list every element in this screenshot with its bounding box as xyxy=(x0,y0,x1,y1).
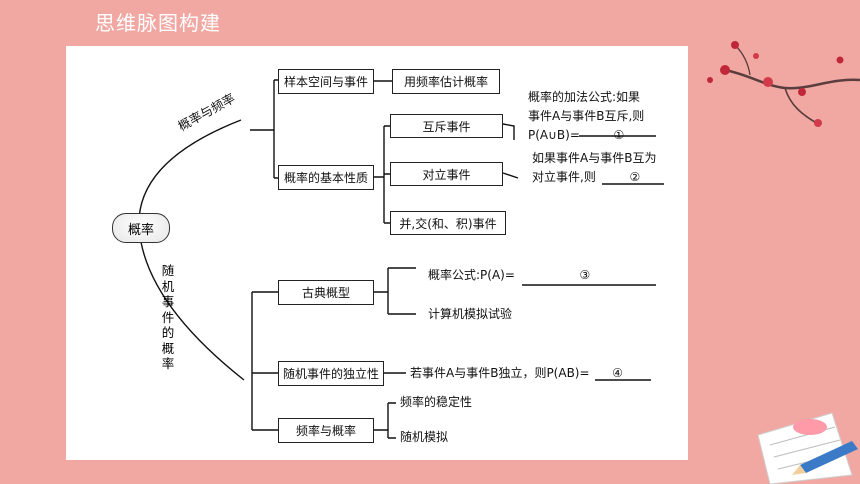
node-mutually-exclusive: 互斥事件 xyxy=(390,114,503,138)
node-basic-properties: 概率的基本性质 xyxy=(278,165,374,190)
note-complementary-line2: 对立事件,则 ② xyxy=(532,168,666,187)
addition-rule-lhs: P(A∪B)= xyxy=(528,128,580,142)
root-node: 概率 xyxy=(112,213,170,243)
blank-3: ③ xyxy=(579,268,591,282)
node-sample-space: 样本空间与事件 xyxy=(278,69,374,94)
note-computer-simulation: 计算机模拟试验 xyxy=(428,307,513,321)
node-frequency-probability: 频率与概率 xyxy=(278,418,374,443)
branch-label-random-event-probability: 随机事件的概率 xyxy=(161,263,175,371)
node-classical-model: 古典概型 xyxy=(278,280,374,305)
note-addition-rule: 概率的加法公式:如果 事件A与事件B互斥,则 P(A∪B)= ① xyxy=(528,88,658,145)
plum-blossom-decoration xyxy=(707,41,860,127)
blank-4: ④ xyxy=(612,366,623,380)
blank-1: ① xyxy=(613,128,625,142)
paper-pencil-decoration xyxy=(757,412,858,484)
note-frequency-stability: 频率的稳定性 xyxy=(400,395,473,409)
independence-formula-lhs: 若事件A与事件B独立，则P(AB)= xyxy=(410,366,590,380)
node-frequency-estimate: 用频率估计概率 xyxy=(392,69,500,94)
complementary-lhs: 对立事件,则 xyxy=(532,170,596,184)
mind-map-panel: 概率 概率与频率 随机事件的概率 样本空间与事件 用频率估计概率 概率的基本性质… xyxy=(66,46,688,460)
note-addition-rule-line2: 事件A与事件B互斥,则 xyxy=(528,109,645,123)
slide-title: 思维脉图构建 xyxy=(95,11,221,35)
note-classical-formula: 概率公式:P(A)= ③ xyxy=(428,266,652,285)
node-complementary: 对立事件 xyxy=(390,162,503,186)
node-union-intersection: 并,交(和、积)事件 xyxy=(390,211,506,235)
blank-2: ② xyxy=(629,170,641,184)
note-complementary: 如果事件A与事件B互为 对立事件,则 ② xyxy=(532,149,666,187)
note-addition-rule-line1: 概率的加法公式:如果 xyxy=(528,90,641,104)
classical-formula-lhs: 概率公式:P(A)= xyxy=(428,268,515,282)
note-addition-rule-line3: P(A∪B)= ① xyxy=(528,126,658,145)
node-independence: 随机事件的独立性 xyxy=(278,361,384,386)
note-random-simulation: 随机模拟 xyxy=(400,430,449,444)
note-independence-formula: 若事件A与事件B独立，则P(AB)= ④ xyxy=(410,364,646,383)
note-complementary-line1: 如果事件A与事件B互为 xyxy=(532,151,657,165)
mind-map-connectors xyxy=(138,79,664,439)
